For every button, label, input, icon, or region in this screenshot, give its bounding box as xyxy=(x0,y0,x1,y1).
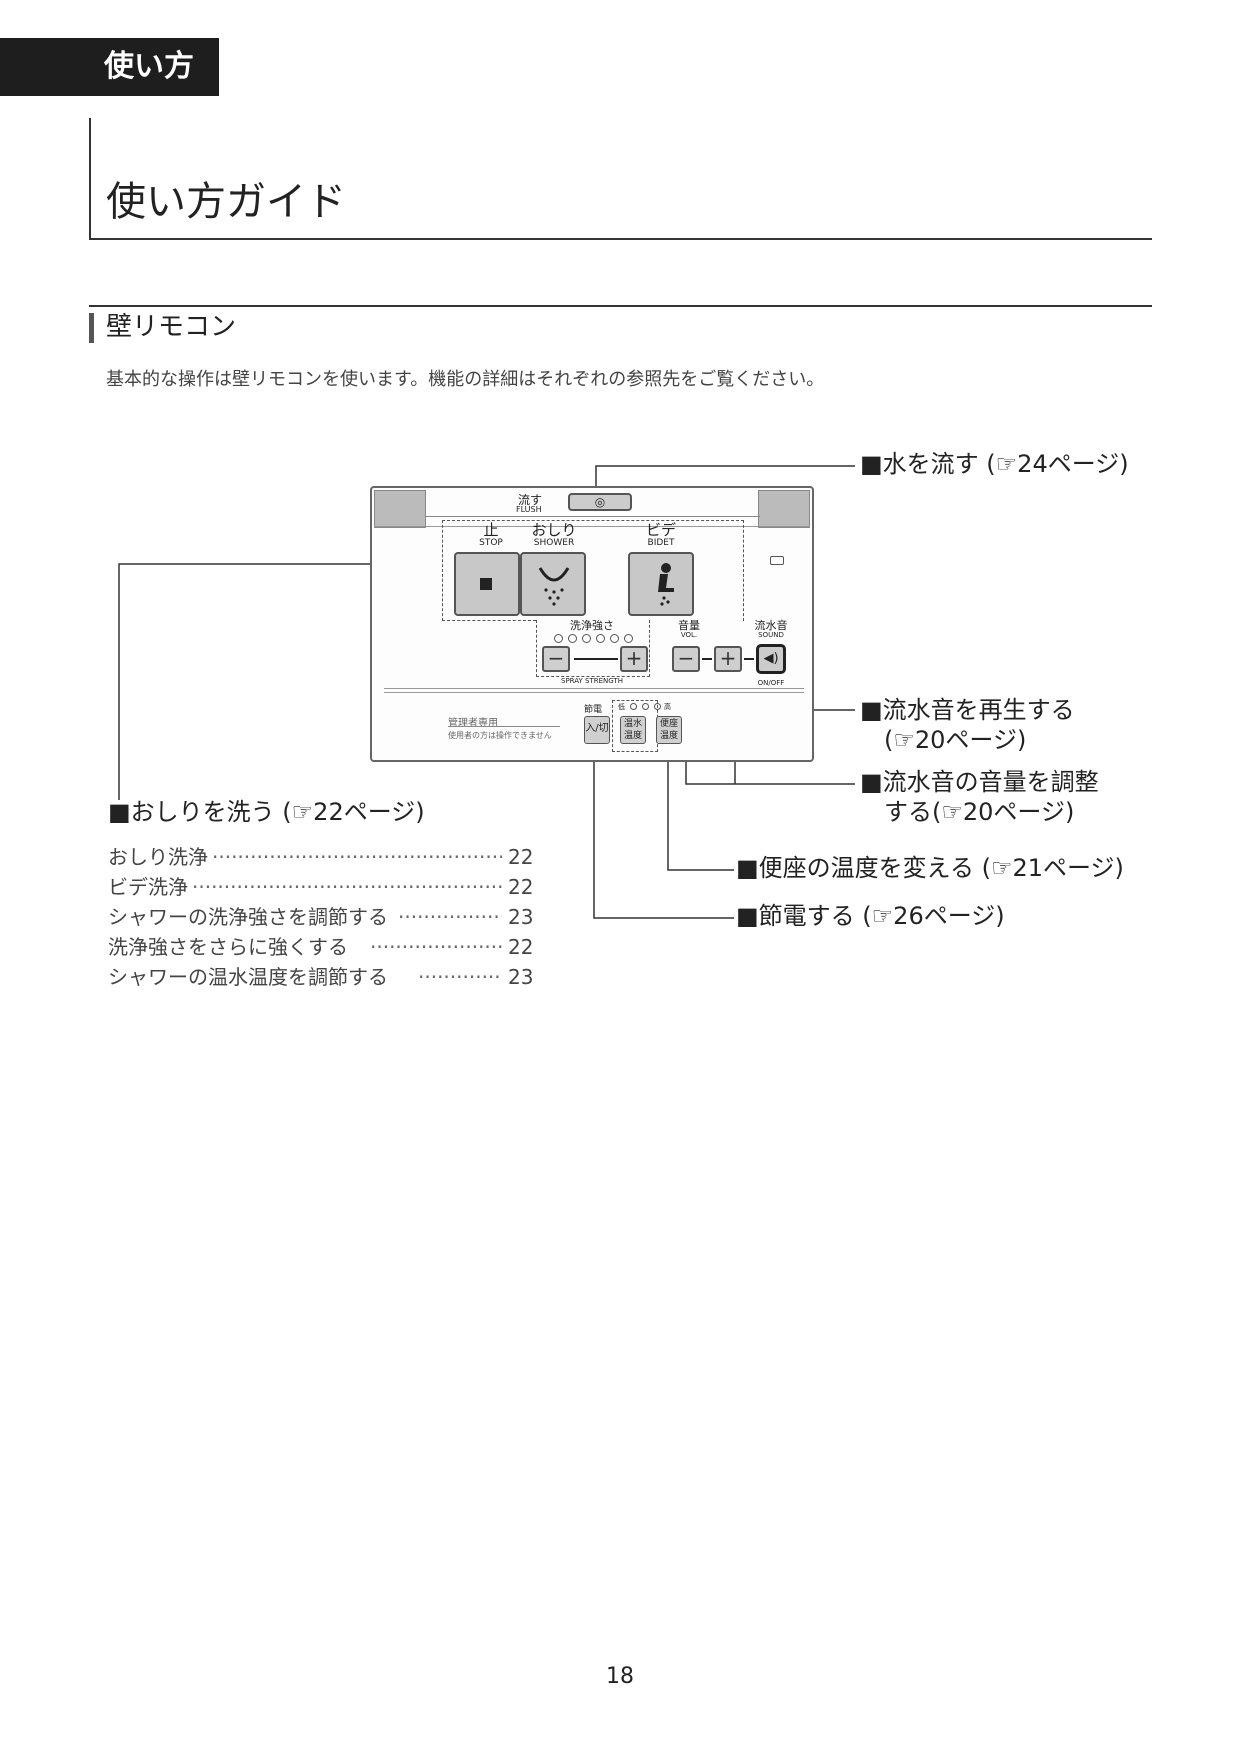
stop-button[interactable] xyxy=(454,552,520,616)
panel-corner-left xyxy=(374,490,426,528)
toc-page: 22 xyxy=(508,845,534,869)
panel-lower-divider xyxy=(384,688,804,693)
power-save-label: 節電 xyxy=(584,705,603,715)
strength-level-2 xyxy=(568,634,577,643)
title-underline xyxy=(89,238,1152,240)
callout-wash: ■おしりを洗う (☞22ページ) xyxy=(108,798,425,826)
wall-remote-panel: 流す FLUSH ◎ 止 STOP おしり SHOWER ビデ BIDET 洗浄… xyxy=(370,486,814,762)
bidet-label-en: BIDET xyxy=(647,538,675,548)
indicator-lamp-icon xyxy=(770,556,784,565)
water-temp-button[interactable]: 温水温度 xyxy=(620,716,646,744)
admin-label: 管理者専用 xyxy=(448,718,498,729)
section-rule xyxy=(89,305,1152,307)
panel-divider xyxy=(374,526,810,527)
page-number: 18 xyxy=(606,1664,634,1689)
temp-level-3 xyxy=(654,703,661,710)
shower-button[interactable] xyxy=(520,552,586,616)
wash-toc-list: おしり洗浄 ··································… xyxy=(108,842,538,992)
vol-minus-button[interactable]: − xyxy=(672,646,700,672)
wash-group-outline-bottom xyxy=(442,620,536,621)
temp-level-2 xyxy=(642,703,649,710)
flush-label-ja: 流す xyxy=(518,493,543,507)
admin-note: 使用者の方は操作できません xyxy=(448,731,552,740)
list-item: シャワーの洗浄強さを調節する ·························… xyxy=(108,902,538,932)
toc-label: シャワーの洗浄強さを調節する xyxy=(108,905,388,929)
strength-level-4 xyxy=(596,634,605,643)
toc-label: おしり洗浄 xyxy=(108,845,208,869)
strength-label-en: SPRAY STRENGTH xyxy=(561,677,623,685)
stop-label-en: STOP xyxy=(479,538,503,548)
toc-page: 22 xyxy=(508,875,534,899)
strength-minus-button[interactable]: − xyxy=(542,646,570,672)
flush-button[interactable]: ◎ xyxy=(568,493,632,511)
strength-level-3 xyxy=(582,634,591,643)
toc-leader: ········································… xyxy=(418,965,502,989)
vol-plus-button[interactable]: + xyxy=(714,646,742,672)
toc-leader: ········································… xyxy=(212,845,502,869)
vol-label-en: VOL. xyxy=(680,631,698,639)
strength-level-5 xyxy=(610,634,619,643)
list-item: ビデ洗浄 ···································… xyxy=(108,872,538,902)
toc-label: シャワーの温水温度を調節する xyxy=(108,965,388,989)
callout-flush: ■水を流す (☞24ページ) xyxy=(860,450,1129,478)
toc-page: 23 xyxy=(508,965,534,989)
vol-label-ja: 音量 xyxy=(678,619,700,632)
flush-label-en: FLUSH xyxy=(516,505,542,514)
stop-square-icon xyxy=(480,578,492,590)
callout-sound-vol-line1: ■流水音の音量を調整 xyxy=(860,768,1099,796)
stop-label-ja: 止 xyxy=(483,521,499,539)
wash-group-outline xyxy=(442,520,744,621)
list-item: おしり洗浄 ··································… xyxy=(108,842,538,872)
list-item: 洗浄強さをさらに強くする ···························… xyxy=(108,932,538,962)
callout-sound-vol-line2: する(☞20ページ) xyxy=(884,798,1075,826)
toc-leader: ········································… xyxy=(398,905,502,929)
callout-sound-play-line1: ■流水音を再生する xyxy=(860,696,1075,724)
list-item: シャワーの温水温度を調節する ·························… xyxy=(108,962,538,992)
bidet-button[interactable] xyxy=(628,552,694,616)
chapter-tab: 使い方 xyxy=(0,38,219,96)
strength-label-ja: 洗浄強さ xyxy=(570,619,614,632)
vol-dash-2 xyxy=(744,658,754,660)
panel-corner-right xyxy=(758,490,810,528)
section-marker xyxy=(89,313,94,343)
admin-rule xyxy=(448,726,560,727)
bidet-label-ja: ビデ xyxy=(645,521,676,539)
swirl-icon: ◎ xyxy=(594,495,606,509)
sound-button[interactable]: ◀) xyxy=(756,644,786,674)
strength-level-6 xyxy=(624,634,633,643)
strength-group-outline xyxy=(536,620,650,677)
power-save-button[interactable]: 入/切 xyxy=(584,716,610,744)
flush-strip: 流す FLUSH ◎ xyxy=(426,490,760,517)
toc-page: 23 xyxy=(508,905,534,929)
intro-text: 基本的な操作は壁リモコンを使います。機能の詳細はそれぞれの参照先をご覧ください。 xyxy=(106,369,825,390)
shower-label-ja: おしり xyxy=(531,521,577,539)
sound-onoff-label: ON/OFF xyxy=(757,679,785,687)
toc-label: 洗浄強さをさらに強くする xyxy=(108,935,348,959)
page-title: 使い方ガイド xyxy=(106,179,346,225)
speaker-icon: ◀) xyxy=(763,651,779,666)
vol-dash-1 xyxy=(702,658,712,660)
sound-label-en: SOUND xyxy=(758,631,784,639)
shower-label-en: SHOWER xyxy=(533,538,575,548)
strength-plus-button[interactable]: + xyxy=(620,646,648,672)
toc-page: 22 xyxy=(508,935,534,959)
shower-icon xyxy=(538,567,570,606)
bidet-icon xyxy=(658,563,674,606)
strength-bar xyxy=(574,658,618,660)
toc-leader: ········································… xyxy=(370,935,502,959)
title-vertical-rule xyxy=(89,118,91,240)
toc-leader: ········································… xyxy=(192,875,502,899)
strength-level-1 xyxy=(554,634,563,643)
low-label: 低 xyxy=(618,703,625,711)
high-label: 高 xyxy=(664,703,671,711)
temp-level-1 xyxy=(630,703,637,710)
sound-label-ja: 流水音 xyxy=(754,619,788,632)
callout-seat-temp: ■便座の温度を変える (☞21ページ) xyxy=(736,854,1124,882)
seat-temp-button[interactable]: 便座温度 xyxy=(656,716,682,744)
callout-sound-play-line2: (☞20ページ) xyxy=(884,726,1027,754)
section-title: 壁リモコン xyxy=(106,312,237,342)
toc-label: ビデ洗浄 xyxy=(108,875,188,899)
callout-power-save: ■節電する (☞26ページ) xyxy=(736,902,1005,930)
